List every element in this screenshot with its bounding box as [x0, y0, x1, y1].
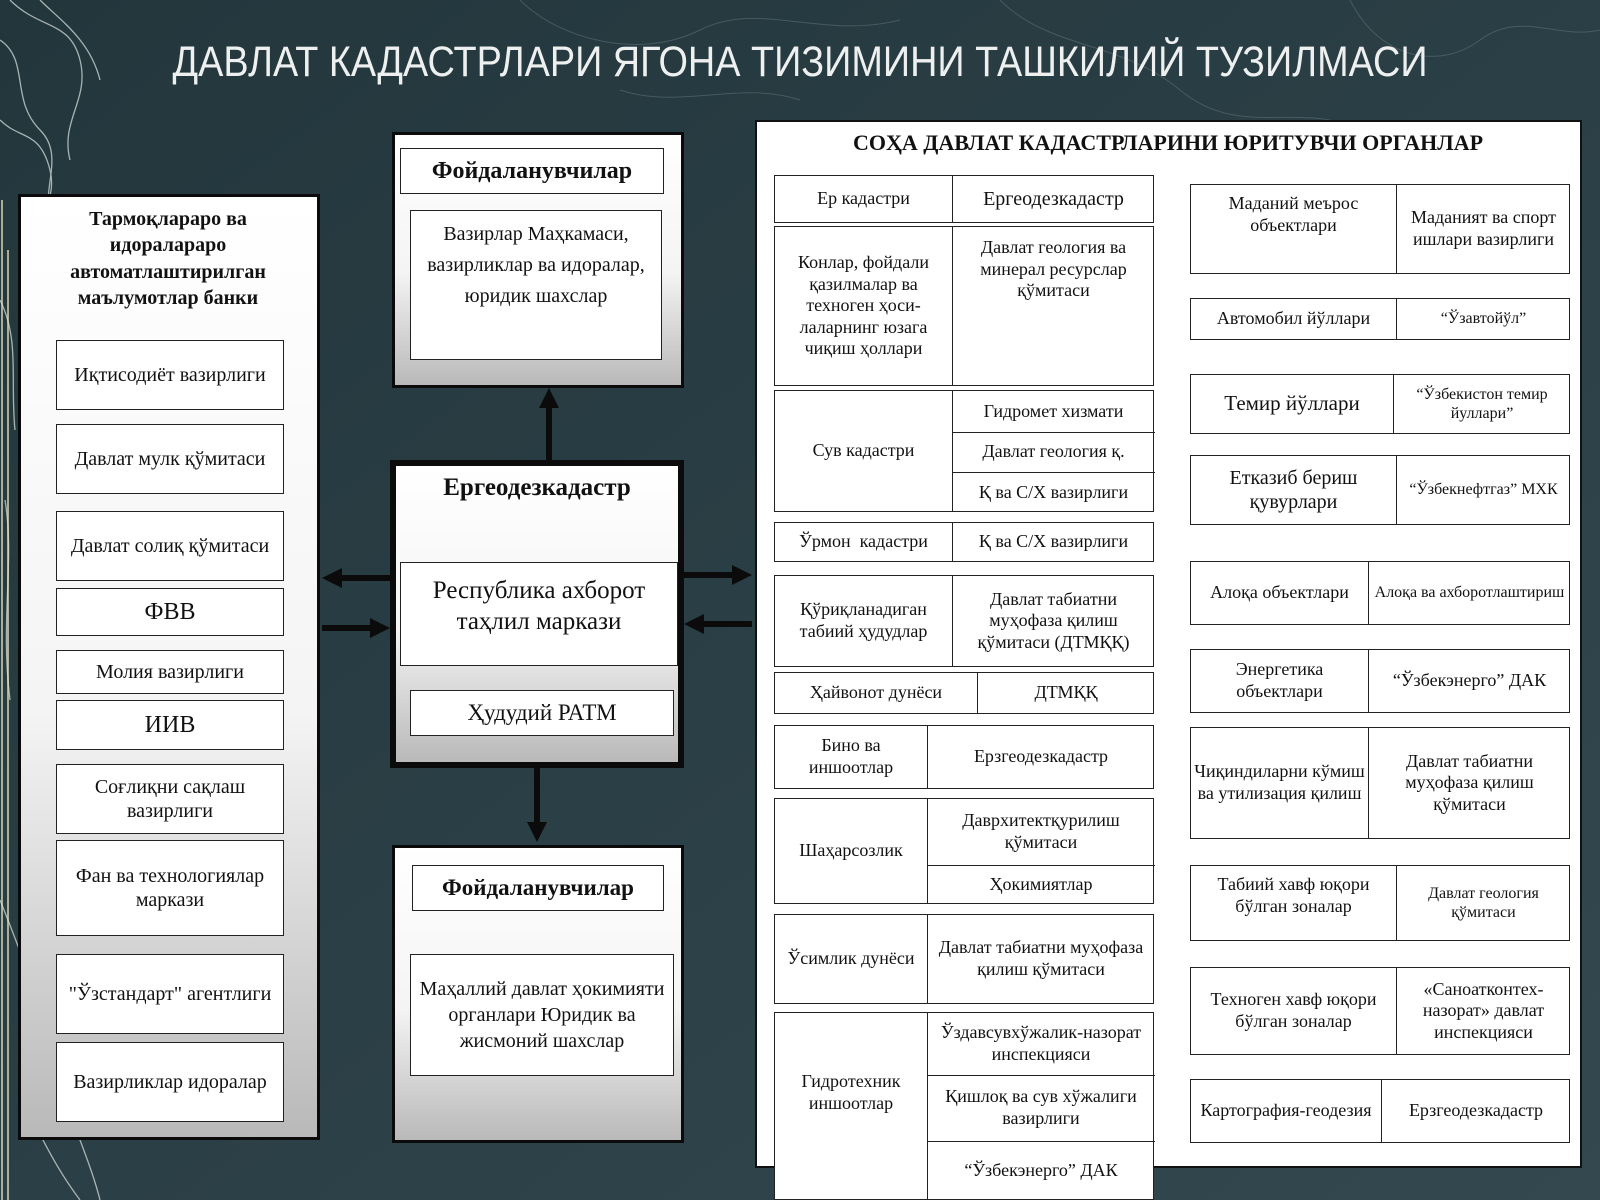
left-item-8: "Ўзстандарт" агентлиги [56, 954, 284, 1034]
cadastre-label: Конлар, фойдали қазилмалар ва техноген ҳ… [798, 252, 929, 359]
object-body: Давлат геология қўмитаси [1428, 884, 1539, 921]
cadastre-label: Ўсимлик дунёси [787, 948, 915, 969]
object-body: Маданият ва спорт ишлари вазирлиги [1410, 207, 1557, 249]
cadastre-label: Сув кадастри [812, 440, 915, 461]
cadastre-body: Қишлоқ ва сув хўжалиги вазирлиги [945, 1086, 1137, 1128]
left-item-6: Соғлиқни сақлаш вазирлиги [56, 764, 284, 834]
cadastre-row-7: Шаҳарсозлик Даврхитектқурилиш қўмитаси Ҳ… [774, 798, 1155, 904]
cadastre-row-8: Ўсимлик дунёси Давлат табиатни муҳофаза … [774, 914, 1154, 1004]
left-item-2: Давлат солиқ қўмитаси [56, 511, 284, 581]
object-body: “Ўзбекнефтгаз” МХК [1409, 481, 1558, 499]
object-row-0: Маданий меърос объектлари Маданият ва сп… [1190, 184, 1570, 274]
cadastre-label: Ҳайвонот дунёси [809, 682, 943, 703]
bottom-users-heading: Фойдаланувчилар [412, 865, 664, 911]
cadastre-body: Давлат геология қ. [982, 441, 1125, 462]
object-body: “Ўзбекистон темир йуллари” [1416, 385, 1548, 422]
cadastre-body: Ерзгеодезкадастр [973, 746, 1109, 767]
cadastre-body: Ергеодезкадастр [983, 188, 1124, 210]
object-row-6: Чиқиндиларни кўмиш ва утилизация қилиш Д… [1190, 727, 1570, 839]
cadastre-row-1: Конлар, фойдали қазилмалар ва техноген ҳ… [774, 226, 1154, 386]
cadastre-body: Даврхитектқурилиш қўмитаси [962, 810, 1120, 852]
cadastre-label: Ўрмон кадастри [799, 531, 928, 552]
cadastre-body: Давлат геология ва минерал ресурслар қўм… [980, 237, 1127, 301]
cadastre-row-5: Ҳайвонот дунёси ДТМҚҚ [774, 672, 1154, 714]
object-label: Табиий хавф юқори бўлган зоналар [1217, 874, 1370, 916]
left-item-3: ФВВ [56, 588, 284, 636]
object-label: Автомобил йўллари [1216, 308, 1371, 329]
top-users-heading: Фойдаланувчилар [400, 148, 664, 194]
cadastre-row-4: Қўриқланадиган табиий ҳудудлар Давлат та… [774, 575, 1154, 667]
cadastre-row-2: Сув кадастри Гидромет хизмати Давлат гео… [774, 390, 1155, 512]
object-row-1: Автомобил йўллари “Ўзавтойўл” [1190, 298, 1570, 340]
agencies-heading: СОҲА ДАВЛАТ КАДАСТРЛАРИНИ ЮРИТУВЧИ ОРГАН… [852, 130, 1484, 155]
cadastre-body: Ҳокимиятлар [989, 874, 1093, 895]
cadastre-label: Гидротехник иншоотлар [801, 1071, 901, 1113]
top-users-text: Вазирлар Маҳкамаси, вазирликлар ва идора… [410, 210, 662, 360]
cadastre-body: Давлат табиатни муҳофаза қилиш қўмитаси [938, 937, 1144, 979]
object-row-5: Энергетика объектлари “Ўзбекэнерго” ДАК [1190, 649, 1570, 713]
object-body: “Ўзавтойўл” [1440, 310, 1527, 328]
cadastre-body: Қ ва С/Х вазирлиги [978, 531, 1129, 552]
object-body: Давлат табиатни муҳофаза қилиш қўмитаси [1405, 750, 1534, 814]
left-item-0: Иқтисодиёт вазирлиги [56, 340, 284, 410]
object-label: Техноген хавф юқори бўлган зоналар [1210, 989, 1377, 1031]
object-label: Темир йўллари [1224, 391, 1360, 416]
cadastre-row-6: Бино ва иншоотлар Ерзгеодезкадастр [774, 725, 1154, 789]
object-label: Энергетика объектлари [1235, 659, 1324, 701]
cadastre-body: Қ ва С/Х вазирлиги [978, 481, 1129, 502]
center-main-box: Республика ахборот таҳлил маркази [400, 562, 678, 666]
object-label: Алоқа объектлари [1210, 582, 1349, 603]
object-label: Картография-геодезия [1200, 1100, 1372, 1121]
cadastre-label: Қўриқланадиган табиий ҳудудлар [799, 599, 928, 641]
object-label: Етказиб бериш қувурлари [1229, 467, 1358, 513]
cadastre-row-0: Ер кадастри Ергеодезкадастр [774, 175, 1154, 223]
left-item-7: Фан ва технологиялар маркази [56, 840, 284, 936]
object-row-3: Етказиб бериш қувурлари “Ўзбекнефтгаз” М… [1190, 455, 1570, 525]
left-item-1: Давлат мулк қўмитаси [56, 424, 284, 494]
cadastre-row-9: Гидротехник иншоотлар Ўздавсувхўжалик-на… [774, 1012, 1155, 1200]
object-row-7: Табиий хавф юқори бўлган зоналар Давлат … [1190, 865, 1570, 941]
object-body: Алоқа ва ахборотлаштириш [1374, 584, 1565, 602]
cadastre-body: Гидромет хизмати [983, 400, 1124, 421]
center-heading: Ергеодезкадастр [443, 474, 631, 501]
cadastre-body: Давлат табиатни муҳофаза қилиш қўмитаси … [977, 588, 1130, 652]
left-item-5: ИИВ [56, 700, 284, 750]
object-row-8: Техноген хавф юқори бўлган зоналар «Сано… [1190, 967, 1570, 1055]
bottom-users-text: Маҳаллий давлат ҳокимияти органлари Юрид… [410, 954, 674, 1076]
object-body: Ерзгеодезкадастр [1408, 1100, 1544, 1121]
object-label: Маданий меърос объектлари [1228, 193, 1359, 235]
object-row-4: Алоқа объектлари Алоқа ва ахборотлаштири… [1190, 561, 1570, 625]
cadastre-body: “Ўзбекэнерго” ДАК [964, 1160, 1118, 1181]
cadastre-body: Ўздавсувхўжалик-назорат инспекцияси [940, 1022, 1142, 1064]
object-label: Чиқиндиларни кўмиш ва утилизация қилиш [1194, 761, 1365, 803]
object-body: «Саноатконтех-назорат» давлат инспекцияс… [1422, 978, 1545, 1042]
cadastre-label: Шаҳарсозлик [799, 840, 903, 861]
data-bank-heading: Тармоқлараро ва идоралараро автоматлашти… [70, 208, 266, 310]
object-body: “Ўзбекэнерго” ДАК [1392, 670, 1547, 691]
center-sub-box: Ҳудудий РАТМ [410, 690, 674, 736]
object-row-9: Картография-геодезия Ерзгеодезкадастр [1190, 1079, 1570, 1143]
object-row-2: Темир йўллари “Ўзбекистон темир йуллари” [1190, 374, 1570, 434]
page-title: ДАВЛАТ КАДАСТРЛАРИ ЯГОНА ТИЗИМИНИ ТАШКИЛ… [172, 38, 1428, 86]
left-item-9: Вазирликлар идоралар [56, 1042, 284, 1122]
cadastre-body: ДТМҚҚ [1034, 682, 1098, 703]
cadastre-label: Ер кадастри [817, 188, 910, 209]
cadastre-row-3: Ўрмон кадастри Қ ва С/Х вазирлиги [774, 522, 1154, 562]
left-item-4: Молия вазирлиги [56, 650, 284, 694]
cadastre-label: Бино ва иншоотлар [808, 735, 894, 777]
